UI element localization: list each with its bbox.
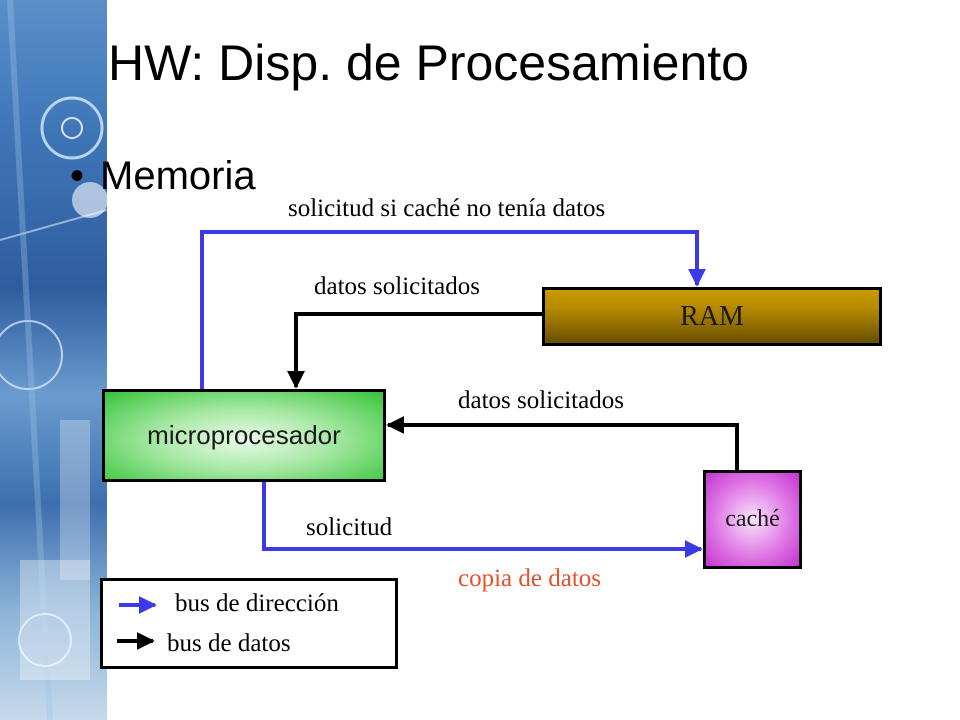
- ram-node: RAM: [542, 287, 882, 346]
- microprocessor-label: microprocesador: [147, 420, 341, 450]
- legend-data-bus-label: bus de datos: [167, 630, 291, 657]
- label-requested-data-ram: datos solicitados: [314, 273, 480, 300]
- label-requested-data-cache: datos solicitados: [458, 387, 624, 414]
- data-bus-from-cache: [386, 416, 739, 470]
- address-bus-to-cache: [262, 482, 703, 558]
- legend: bus de dirección bus de datos: [100, 578, 398, 669]
- bullet-dot: •: [70, 154, 85, 198]
- bullet-item: • Memoria: [70, 154, 256, 199]
- slide-title: HW: Disp. de Procesamiento: [108, 35, 749, 91]
- bullet-text: Memoria: [100, 154, 256, 198]
- label-request-if-miss: solicitud si caché no tenía datos: [288, 195, 606, 222]
- microprocessor-node: microprocesador: [102, 389, 386, 482]
- ram-label: RAM: [680, 300, 744, 332]
- label-request: solicitud: [306, 514, 393, 541]
- legend-swatches: [117, 596, 157, 650]
- legend-address-bus-label: bus de dirección: [175, 590, 339, 617]
- decorative-side-image: [0, 0, 107, 720]
- data-bus-from-ram: [287, 312, 542, 389]
- cache-label: caché: [725, 506, 780, 532]
- label-data-copy: copia de datos: [458, 565, 602, 592]
- cache-node: caché: [703, 470, 802, 569]
- address-bus-to-ram: [200, 230, 706, 389]
